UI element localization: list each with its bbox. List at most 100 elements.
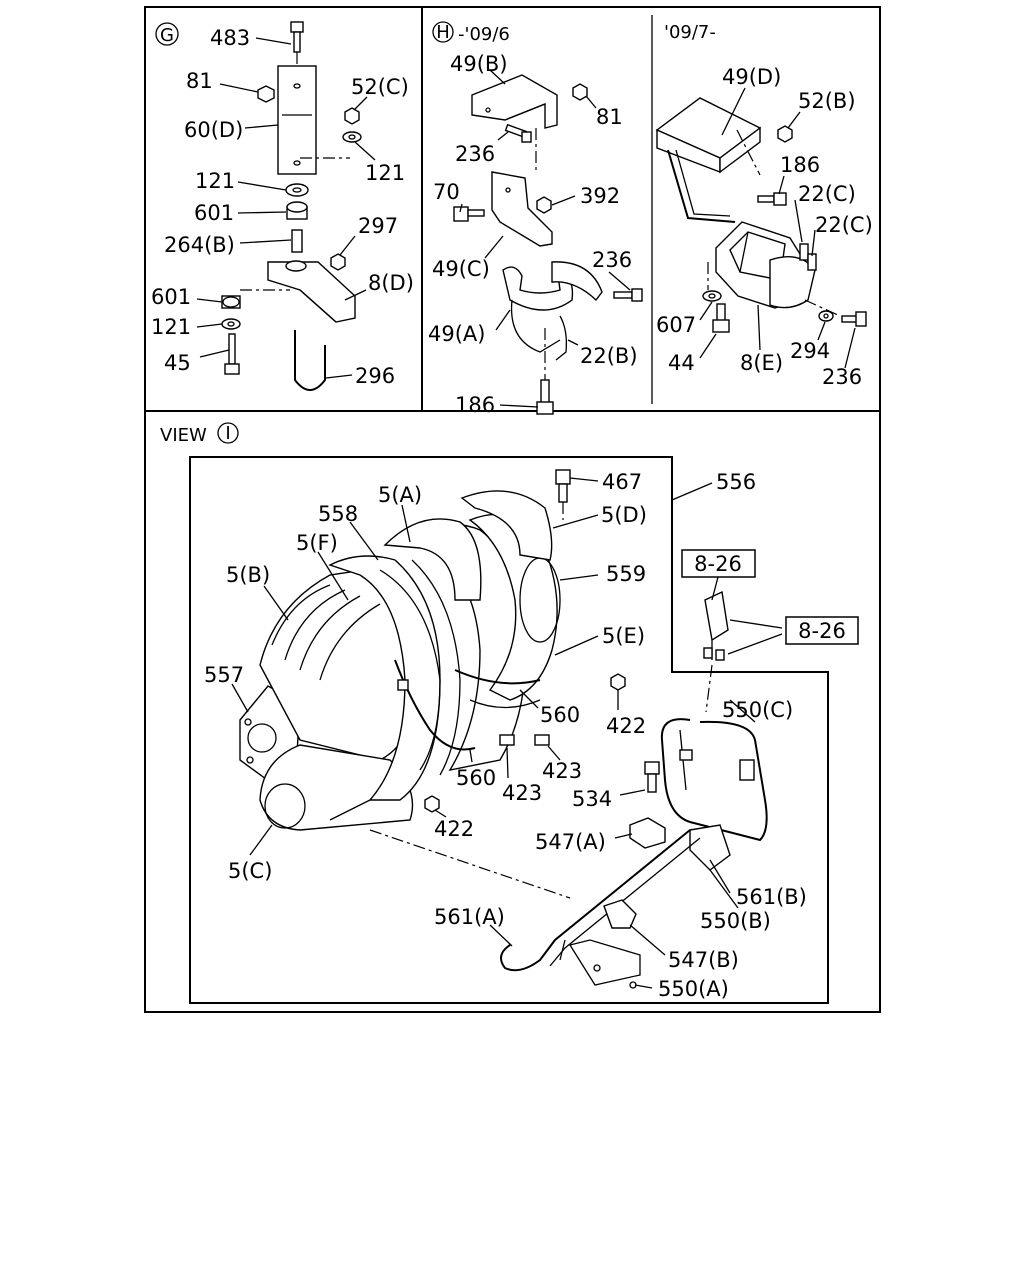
panel-g-marker: G	[155, 22, 179, 46]
label-22c-lower: 22(C)	[815, 213, 873, 237]
sensor-pipe-assembly-icon	[500, 590, 768, 989]
diagram-frame	[144, 6, 881, 1013]
u-bolt-296-icon	[294, 330, 326, 391]
collar-264b-icon	[291, 229, 303, 253]
nut-52c-icon	[344, 107, 360, 125]
label-81: 81	[186, 69, 213, 93]
label-550c: 550(C)	[722, 698, 793, 722]
nut-392-icon	[536, 196, 552, 214]
bracket-49b-icon	[471, 74, 558, 129]
panel-h: H -'09/6	[428, 21, 643, 417]
label-121-mid: 121	[195, 169, 235, 193]
view-inner-frame	[189, 456, 829, 1004]
svg-text:8-26: 8-26	[694, 552, 742, 576]
label-5c: 5(C)	[228, 859, 272, 883]
label-422-left: 422	[434, 817, 474, 841]
panel-h-labels: 49(B) 81 236 70 392 49(C) 236 49(A) 22(B…	[428, 52, 638, 417]
bolt-467-icon	[555, 469, 571, 503]
label-294: 294	[790, 339, 830, 363]
reference-box-8-26-right: 8-26	[785, 616, 859, 645]
label-45: 45	[164, 351, 191, 375]
label-44: 44	[668, 351, 695, 375]
label-8e: 8(E)	[740, 351, 783, 375]
nut-81-icon	[257, 85, 275, 103]
label-559: 559	[606, 562, 646, 586]
nut-81-h-icon	[572, 83, 588, 101]
label-561b: 561(B)	[736, 885, 807, 909]
label-264b: 264(B)	[164, 233, 235, 257]
view-marker: I	[225, 423, 230, 444]
view-title: VIEW I	[160, 422, 239, 446]
label-423-right: 423	[542, 759, 582, 783]
bolt-186-late-icon	[757, 192, 787, 206]
label-5f: 5(F)	[296, 531, 338, 555]
catalytic-converter-assembly-icon	[239, 490, 626, 831]
nut-297-icon	[330, 253, 346, 271]
label-601-upper: 601	[194, 201, 234, 225]
bracket-49c-icon	[491, 171, 553, 247]
panel-g-leaders	[196, 37, 376, 379]
panel-h-period: -'09/6	[458, 24, 510, 45]
label-236-upper: 236	[455, 142, 495, 166]
washer-121-upper-icon	[342, 131, 362, 143]
panel-late-leaders	[699, 87, 856, 369]
label-52b: 52(B)	[798, 89, 856, 113]
bracket-plate-60d-icon	[277, 65, 317, 175]
washer-294-icon	[818, 310, 834, 322]
panel-late-labels: 49(D) 52(B) 186 22(C) 22(C) 607 44 8(E) …	[656, 65, 873, 389]
panel-h-marker: H	[432, 21, 454, 43]
label-467: 467	[602, 470, 642, 494]
washer-121-mid-icon	[285, 183, 309, 197]
label-392: 392	[580, 184, 620, 208]
label-186-late: 186	[780, 153, 820, 177]
bolt-45-icon	[224, 333, 240, 375]
label-22b: 22(B)	[580, 344, 638, 368]
washer-121-lower-icon	[221, 318, 241, 330]
label-5b: 5(B)	[226, 563, 270, 587]
clamp-22b-icon	[551, 261, 603, 361]
view-leaders	[231, 477, 783, 989]
svg-text:G: G	[160, 25, 174, 46]
bushing-601-lower-icon	[221, 295, 241, 309]
label-49a: 49(A)	[428, 322, 485, 346]
label-121-right: 121	[365, 161, 405, 185]
washer-607-icon	[702, 290, 722, 302]
bolt-186-h-icon	[536, 379, 554, 415]
panel-late-period: '09/7-	[664, 22, 716, 43]
panel-late: '09/7-	[655, 22, 873, 389]
label-5a: 5(A)	[378, 483, 422, 507]
label-601-lower: 601	[151, 285, 191, 309]
svg-text:8-26: 8-26	[798, 619, 846, 643]
panel-h-leaders	[459, 69, 631, 408]
label-297: 297	[358, 214, 398, 238]
bolt-44-icon	[712, 303, 730, 333]
view-labels: 467 556 5(A) 558 5(D) 5(F) 5(B) 559 5(E)…	[204, 470, 807, 1001]
bolt-236-late-icon	[841, 311, 867, 327]
svg-text:H: H	[436, 22, 450, 43]
label-550b: 550(B)	[700, 909, 771, 933]
label-607: 607	[656, 313, 696, 337]
label-422-right: 422	[606, 714, 646, 738]
label-81-h: 81	[596, 105, 623, 129]
label-558: 558	[318, 502, 358, 526]
label-560-right: 560	[540, 703, 580, 727]
panel-view: VIEW I	[160, 422, 859, 1004]
label-560-left: 560	[456, 766, 496, 790]
label-534: 534	[572, 787, 612, 811]
label-561a: 561(A)	[434, 905, 505, 929]
label-49c: 49(C)	[432, 257, 490, 281]
view-prefix: VIEW	[160, 425, 207, 446]
bolt-236-lower-icon	[613, 288, 643, 302]
label-186-h: 186	[455, 393, 495, 417]
panel-g-labels: 483 81 60(D) 52(C) 121 121 601 264(B) 29…	[151, 26, 414, 388]
label-49b: 49(B)	[450, 52, 508, 76]
bolt-70-icon	[453, 206, 485, 222]
label-423-left: 423	[502, 781, 542, 805]
bracket-49d-icon	[655, 97, 762, 223]
clamp-22c-icon	[769, 243, 817, 309]
label-296: 296	[355, 364, 395, 388]
label-556: 556	[716, 470, 756, 494]
bracket-8d-icon	[267, 260, 356, 323]
label-557: 557	[204, 663, 244, 687]
